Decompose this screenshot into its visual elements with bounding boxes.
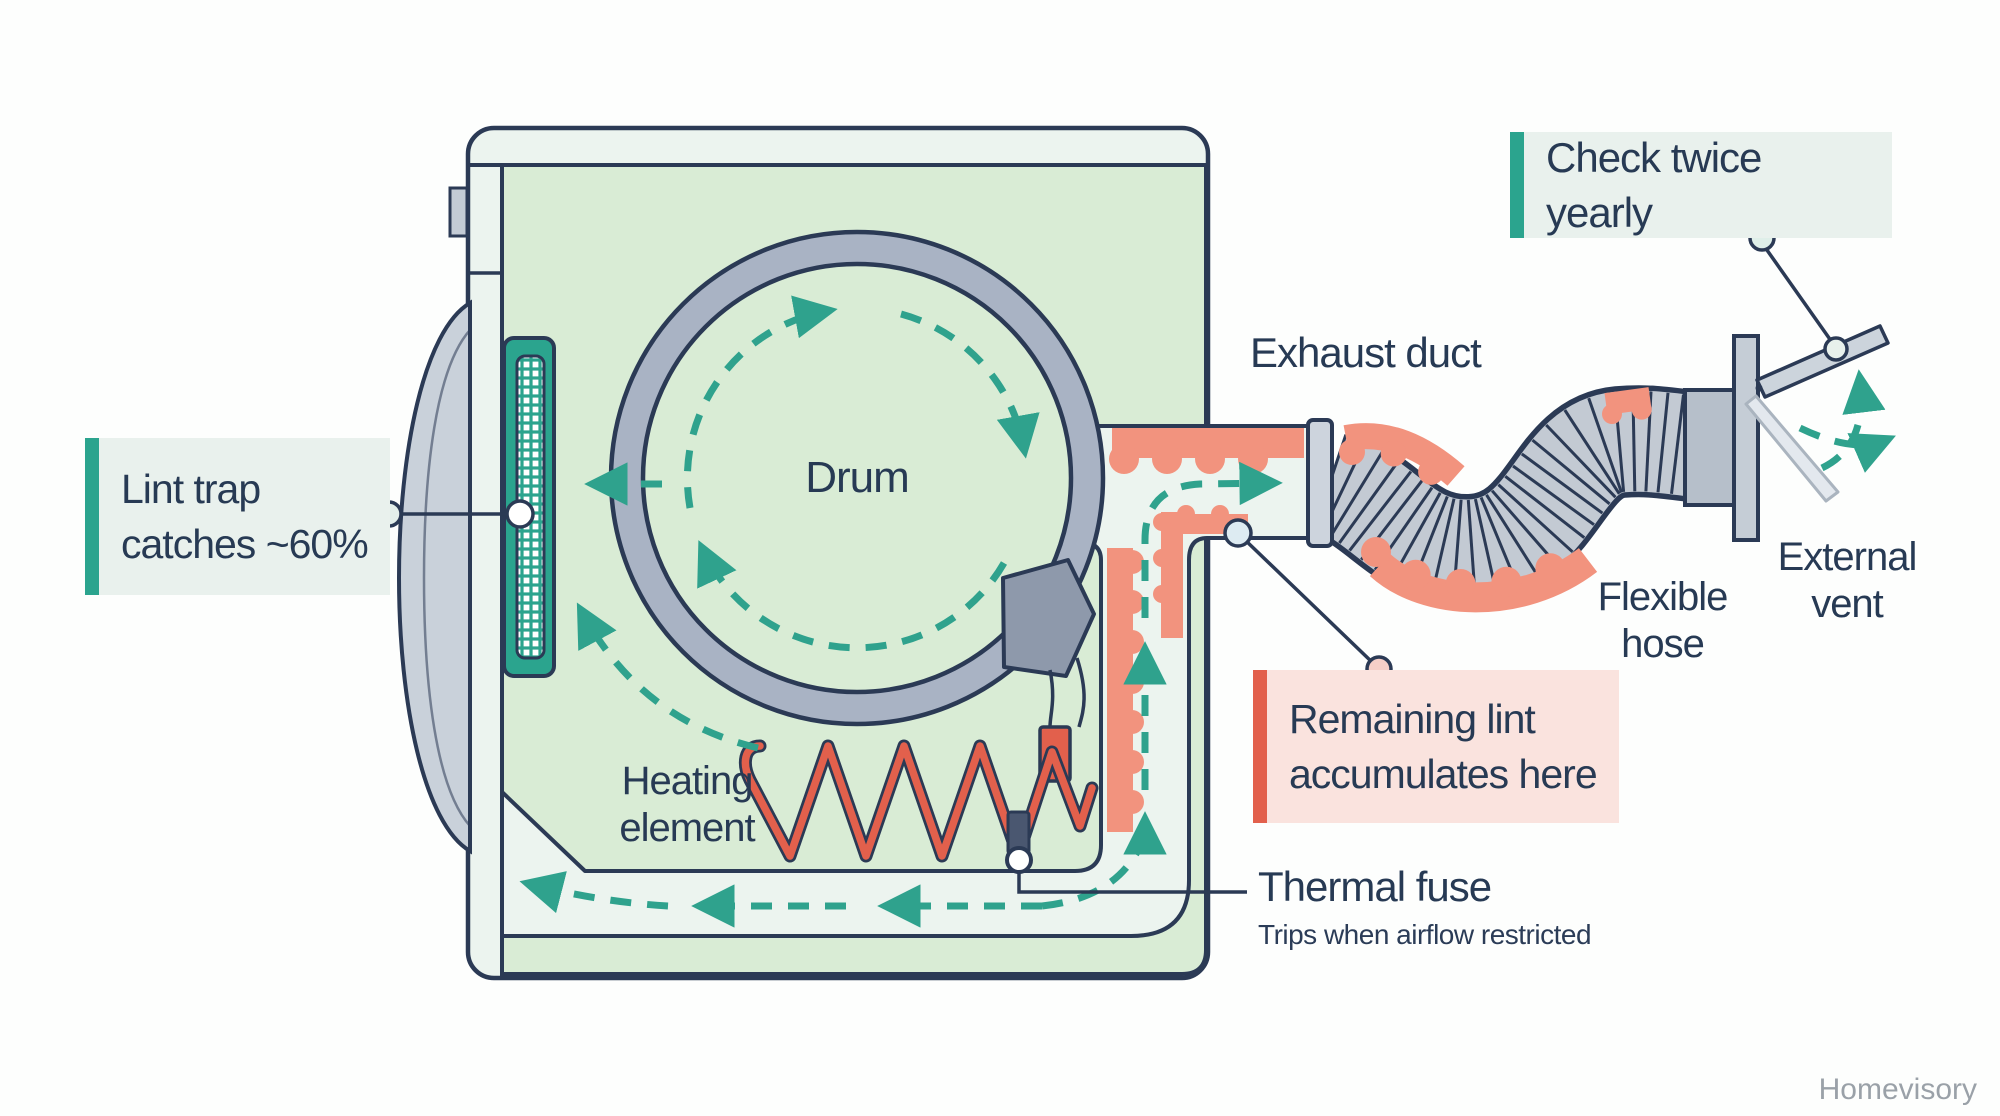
thermal-fuse-subtitle: Trips when airflow restricted [1258,918,1592,950]
thermal-fuse-label: Thermal fuse Trips when airflow restrict… [1258,862,1592,951]
flexible-hose-shape [1306,385,1699,613]
flexible-hose-label: Flexible hose [1580,574,1745,668]
callout-remaining-lint: Remaining lint accumulates here [1253,670,1619,823]
drum-shape [608,229,1106,727]
thermal-fuse-shape [1005,810,1033,874]
heating-label-line1: Heating [621,759,754,803]
callout-accent-bar [1510,132,1524,238]
airflow-arrows [519,295,1896,928]
flexible-label-line2: hose [1621,622,1705,667]
heating-element-coil [738,739,1099,863]
exhaust-duct-label: Exhaust duct [1250,329,1482,376]
remaining-callout-line1: Remaining lint [1289,696,1536,743]
callout-accent-bar [85,438,99,595]
callout-accent-bar [1253,670,1267,823]
lint-trap-callout-line2: catches ~60% [121,520,369,567]
vent-flap-open [1755,324,1890,399]
remaining-callout-line2: accumulates here [1289,750,1598,797]
heating-label-line2: element [619,806,755,851]
lint-trap-callout-line1: Lint trap [121,466,261,513]
watermark: Homevisory [1818,1073,1977,1106]
external-vent-shape [1683,324,1890,542]
check-callout-text: Check twice yearly [1546,133,1762,236]
drum-label: Drum [805,453,910,502]
dryer-door [396,186,472,855]
lint-deposits-duct [1107,428,1311,832]
heating-element-label: Heating element [607,758,767,852]
thermal-fuse-title: Thermal fuse [1258,863,1492,910]
vent-flap-closed [1744,394,1840,503]
door-hinge [448,186,469,238]
external-vent-label: External vent [1763,534,1931,628]
flexible-label-line1: Flexible [1597,575,1729,619]
hose-collar [1306,418,1334,548]
callout-lint-trap: Lint trap catches ~60% [85,438,390,595]
lint-deposits-hose [1339,387,1656,613]
callout-check-twice-yearly: Check twice yearly [1510,132,1892,238]
external-label-line2: vent [1811,582,1884,627]
external-label-line1: External [1777,535,1918,579]
